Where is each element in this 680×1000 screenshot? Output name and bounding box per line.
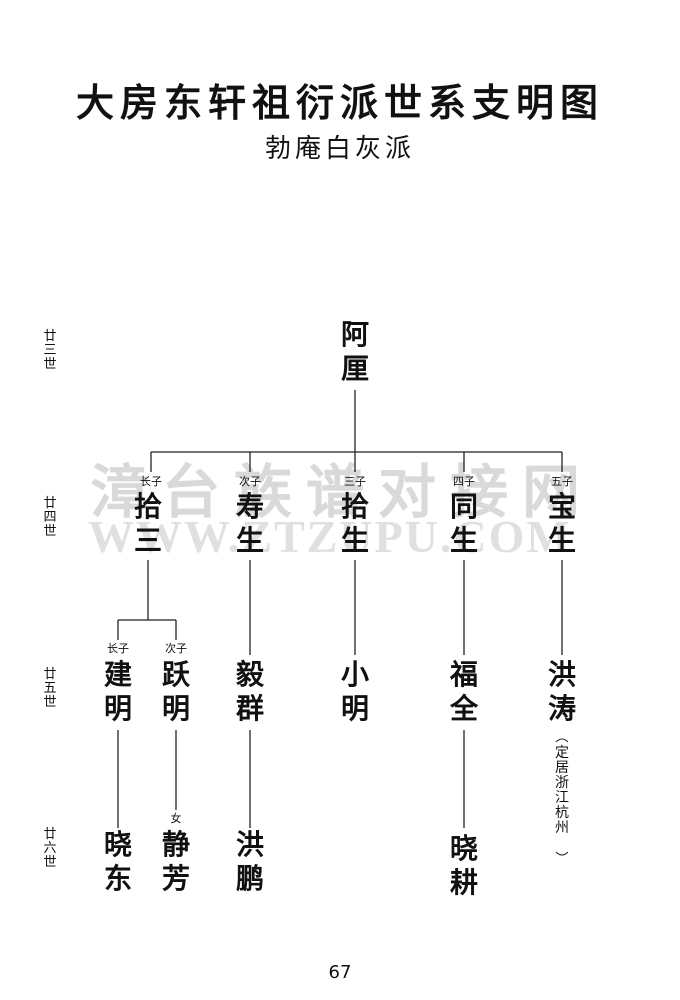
- person-root-name: 阿厘: [340, 318, 369, 385]
- person-g24-4-rank: 四子: [453, 475, 475, 488]
- person-g25-1-rank: 长子: [107, 642, 129, 655]
- person-g25-6-name: 洪涛: [547, 658, 576, 725]
- note-paren-open: [555, 738, 569, 743]
- generation-label-25: 廿五世: [43, 667, 57, 710]
- generation-label-24: 廿四世: [43, 496, 57, 539]
- person-g26-4-name: 晓耕: [449, 832, 478, 899]
- person-g26-3-name: 洪鹏: [235, 828, 264, 895]
- person-g24-1-rank: 长子: [140, 475, 162, 488]
- person-g25-4-name: 小明: [340, 658, 369, 725]
- watermark-text: 漳台族谱对接网: [90, 458, 595, 526]
- generation-label-23: 廿三世: [43, 329, 57, 372]
- page-subtitle: 勃庵白灰派: [264, 134, 415, 164]
- person-g26-2-rank: 女: [170, 812, 182, 825]
- watermark-url: WWW.ZTZUPU.COM: [88, 511, 572, 562]
- person-g24-1-name: 拾三: [133, 490, 162, 557]
- person-g24-3-rank: 三子: [344, 475, 366, 488]
- person-g25-2-name: 跃明: [161, 658, 190, 725]
- page-title: 大房东轩祖衍派世系支明图: [75, 80, 604, 125]
- person-g24-2-name: 寿生: [235, 490, 264, 557]
- person-g25-2-rank: 次子: [165, 642, 187, 655]
- person-g24-4-name: 同生: [449, 490, 478, 557]
- person-g25-5-name: 福全: [449, 658, 478, 725]
- note-paren-close: [555, 851, 569, 856]
- person-g24-3-name: 拾生: [340, 490, 369, 557]
- generation-label-26: 廿六世: [43, 827, 57, 870]
- person-g25-1-name: 建明: [103, 658, 132, 725]
- person-g26-2-name: 静芳: [161, 828, 190, 895]
- person-g26-1-name: 晓东: [103, 828, 132, 895]
- person-g25-3-name: 毅群: [235, 658, 264, 725]
- person-g25-6-note: 定居浙江杭州: [555, 745, 569, 836]
- person-g24-2-rank: 次子: [239, 475, 261, 488]
- page-number: 67: [328, 962, 352, 983]
- person-g24-5-rank: 五子: [551, 475, 573, 488]
- person-g24-5-name: 宝生: [547, 490, 576, 557]
